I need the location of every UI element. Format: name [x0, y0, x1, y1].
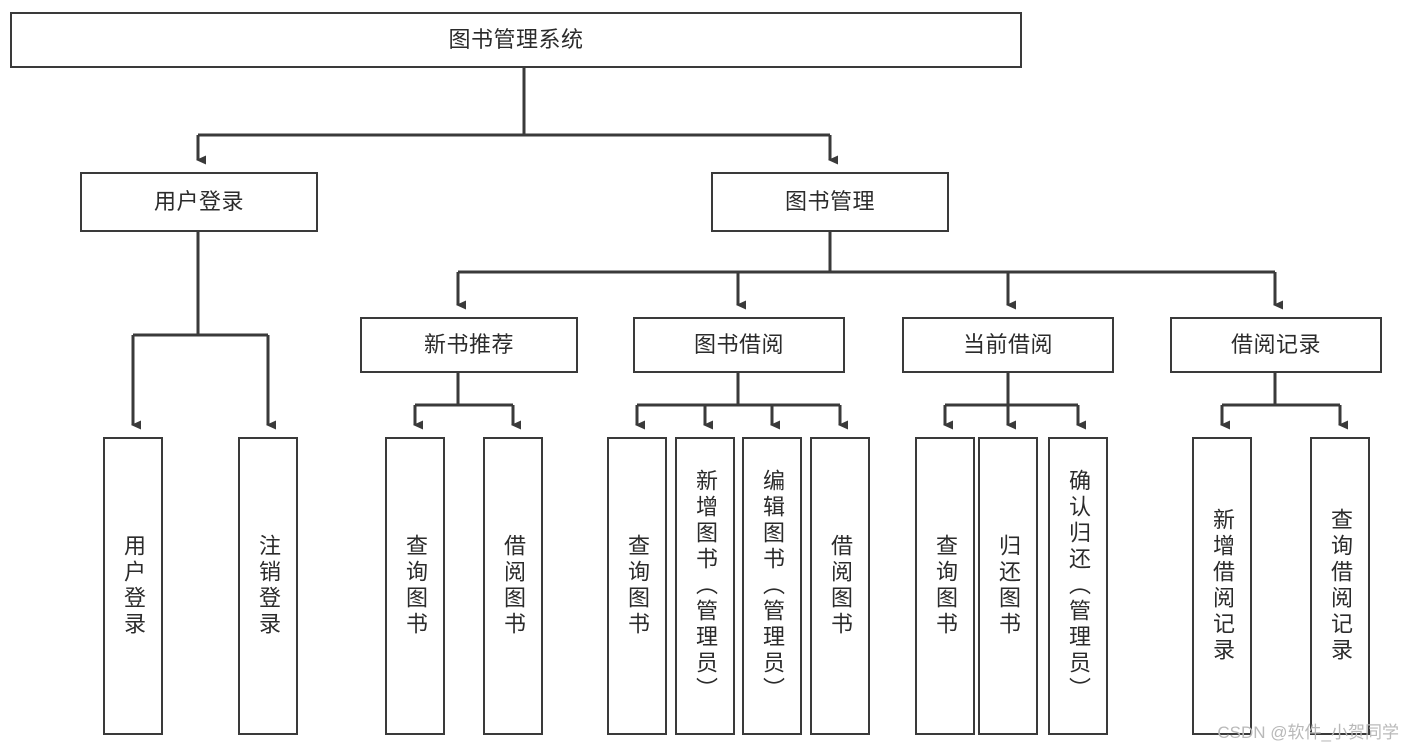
node-label: 注销登录: [256, 534, 281, 638]
node-label: 用户登录: [153, 189, 244, 215]
node-label: 当前借阅: [962, 332, 1053, 358]
node-label: 借阅图书: [828, 534, 853, 638]
node-label: 新增借阅记录: [1210, 508, 1235, 664]
node-label: 确认归还（管理员）: [1066, 469, 1091, 703]
node-label: 编辑图书（管理员）: [760, 469, 785, 703]
node-leaf-logout[interactable]: 注销登录: [238, 437, 298, 735]
node-current-borrow[interactable]: 当前借阅: [902, 317, 1114, 373]
node-label: 新增图书（管理员）: [693, 469, 718, 703]
node-leaf-borrow-book-recommend[interactable]: 借阅图书: [483, 437, 543, 735]
node-leaf-add-book-admin[interactable]: 新增图书（管理员）: [675, 437, 735, 735]
node-leaf-query-book-recommend[interactable]: 查询图书: [385, 437, 445, 735]
node-label: 新书推荐: [423, 332, 514, 358]
node-label: 借阅记录: [1230, 332, 1321, 358]
node-user-login[interactable]: 用户登录: [80, 172, 318, 232]
node-leaf-query-book-borrow[interactable]: 查询图书: [607, 437, 667, 735]
node-leaf-user-login[interactable]: 用户登录: [103, 437, 163, 735]
node-label: 查询图书: [625, 534, 650, 638]
node-leaf-edit-book-admin[interactable]: 编辑图书（管理员）: [742, 437, 802, 735]
node-root-system[interactable]: 图书管理系统: [10, 12, 1022, 68]
node-leaf-add-borrow-record[interactable]: 新增借阅记录: [1192, 437, 1252, 735]
node-label: 查询图书: [403, 534, 428, 638]
node-book-management[interactable]: 图书管理: [711, 172, 949, 232]
node-leaf-return-book[interactable]: 归还图书: [978, 437, 1038, 735]
node-book-borrow[interactable]: 图书借阅: [633, 317, 845, 373]
node-label: 借阅图书: [501, 534, 526, 638]
node-label: 查询借阅记录: [1328, 508, 1353, 664]
node-leaf-confirm-return-admin[interactable]: 确认归还（管理员）: [1048, 437, 1108, 735]
node-new-book-recommend[interactable]: 新书推荐: [360, 317, 578, 373]
node-borrow-record[interactable]: 借阅记录: [1170, 317, 1382, 373]
node-label: 查询图书: [933, 534, 958, 638]
node-leaf-borrow-book[interactable]: 借阅图书: [810, 437, 870, 735]
node-label: 图书借阅: [693, 332, 784, 358]
node-label: 归还图书: [996, 534, 1021, 638]
node-label: 用户登录: [121, 534, 146, 638]
node-label: 图书管理系统: [448, 27, 584, 53]
node-leaf-query-borrow-record[interactable]: 查询借阅记录: [1310, 437, 1370, 735]
node-label: 图书管理: [784, 189, 875, 215]
node-leaf-query-book-current[interactable]: 查询图书: [915, 437, 975, 735]
